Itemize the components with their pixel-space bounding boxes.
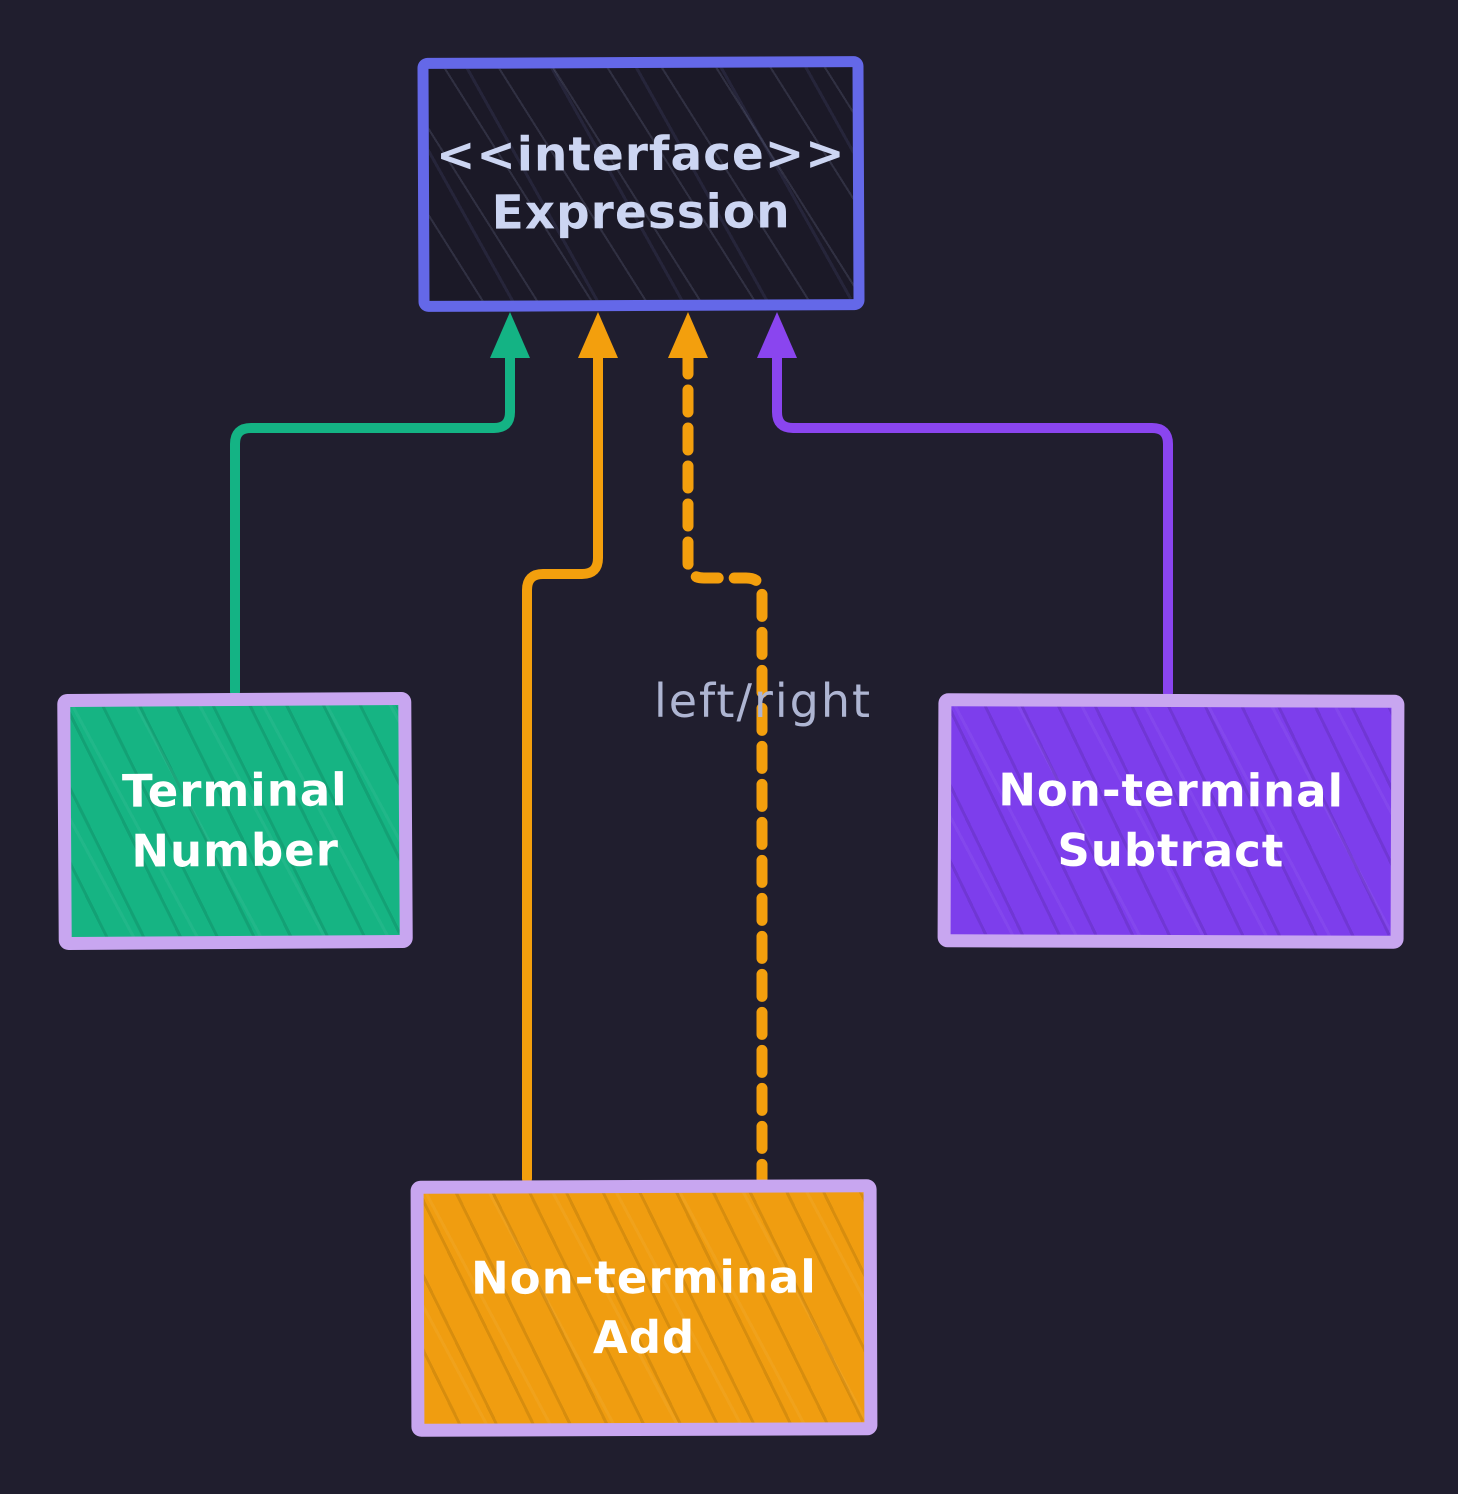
subtract-label-line2: Subtract	[1057, 823, 1285, 878]
edge-add-to-expression-solid	[522, 312, 618, 1184]
edge-label-left-right: left/right	[653, 674, 873, 728]
non-terminal-subtract-node: Non-terminal Subtract	[937, 693, 1405, 949]
edge-add-to-expression-dashed	[668, 312, 768, 1185]
edge-subtract-to-expression	[757, 312, 1173, 698]
arrowhead-orange-dashed	[668, 312, 708, 358]
interface-name: Expression	[491, 184, 791, 241]
add-label-line2: Add	[592, 1310, 696, 1365]
add-label-line1: Non-terminal	[470, 1250, 817, 1305]
arrowhead-green	[490, 312, 530, 358]
interface-expression-node: <<interface>> Expression	[417, 56, 865, 312]
interface-stereotype: <<interface>>	[435, 126, 846, 183]
edge-terminal-number-to-expression	[230, 312, 530, 697]
subtract-label-line1: Non-terminal	[998, 763, 1345, 818]
terminal-number-label-line1: Terminal	[121, 763, 348, 818]
arrowhead-purple	[757, 312, 797, 358]
terminal-number-node: Terminal Number	[57, 691, 413, 951]
non-terminal-add-node: Non-terminal Add	[410, 1179, 878, 1437]
arrowhead-orange-solid	[578, 312, 618, 358]
terminal-number-label-line2: Number	[131, 823, 340, 878]
